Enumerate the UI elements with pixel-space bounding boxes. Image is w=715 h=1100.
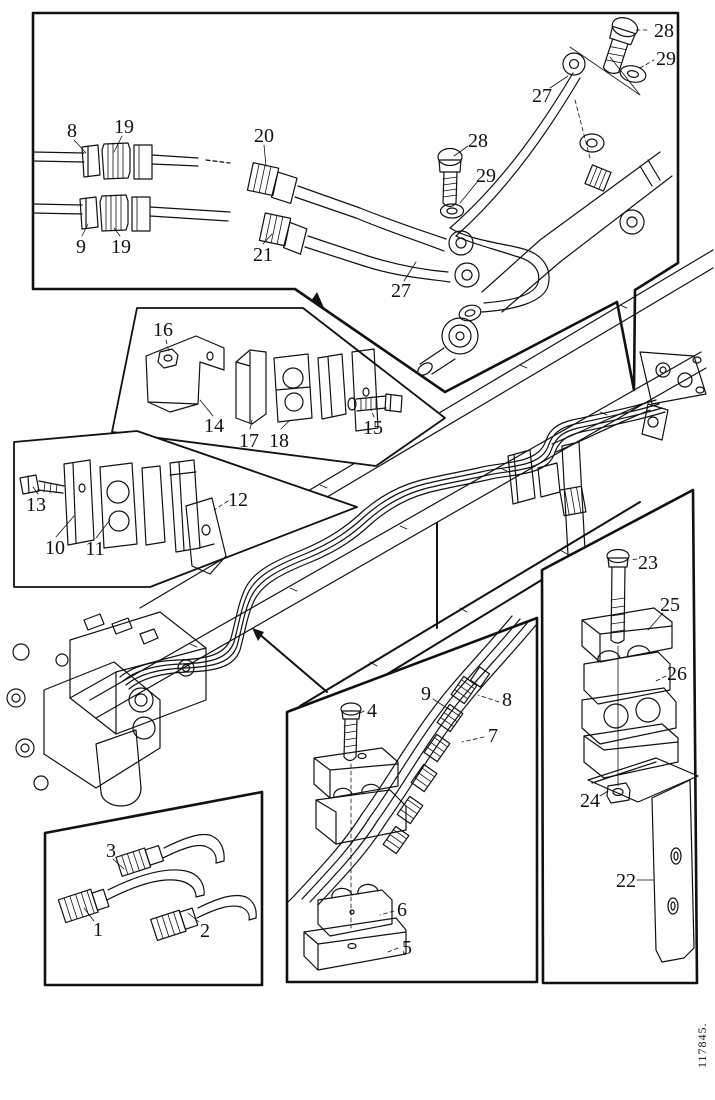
hose-assembly-upper (32, 142, 447, 252)
clamp-6 (317, 883, 393, 937)
pointer-arrowhead (311, 292, 325, 310)
elbow-fitting-2 (150, 894, 257, 942)
callout-top-20: 20 (254, 125, 274, 147)
bracket-22 (587, 757, 699, 963)
leader-lines (32, 29, 667, 953)
top-parts-box (31, 11, 680, 394)
callout-bm-5: 5 (402, 937, 412, 959)
callout-br-26: 26 (667, 663, 687, 685)
callout-top-19a: 19 (114, 116, 134, 138)
hose-assembly-lower (32, 194, 451, 283)
bottom-left-box (43, 790, 264, 987)
callout-bm-4: 4 (367, 700, 377, 722)
callout-br-24: 24 (580, 790, 600, 812)
callout-mid-15: 15 (363, 417, 383, 439)
callout-top-29a: 29 (656, 48, 676, 70)
callout-mid-17: 17 (239, 430, 259, 452)
callout-bm-9: 9 (421, 683, 431, 705)
figure-number: 117845. (695, 1022, 709, 1068)
bottom-middle-box (252, 615, 539, 984)
tip-hoses (551, 401, 651, 453)
callout-left-13: 13 (26, 494, 46, 516)
clamp-5 (303, 917, 407, 971)
callout-top-28b: 28 (468, 130, 488, 152)
bolt-23 (606, 548, 630, 644)
callout-top-9: 9 (76, 236, 86, 258)
nut-24 (606, 782, 631, 804)
pointer-line (257, 632, 328, 693)
bottom-right-box (540, 488, 699, 985)
bolt-15 (347, 393, 403, 413)
bracket-pointer-lines (569, 46, 641, 96)
callout-bm-6: 6 (397, 899, 407, 921)
hose-27-assembly (449, 52, 586, 322)
callout-mid-14: 14 (204, 415, 224, 437)
callout-top-27a: 27 (532, 85, 552, 107)
callout-top-28a: 28 (654, 20, 674, 42)
middle-clamp-inset (111, 307, 446, 467)
callout-top-21: 21 (253, 244, 273, 266)
bolt-28-washer-29-mid (437, 147, 465, 219)
callout-top-27b: 27 (391, 280, 411, 302)
callout-mid-16: 16 (153, 319, 173, 341)
callout-top-8: 8 (67, 120, 77, 142)
callout-br-23: 23 (638, 552, 658, 574)
control-valve (6, 611, 207, 807)
callout-mid-18: 18 (269, 430, 289, 452)
callout-br-25: 25 (660, 594, 680, 616)
bolt-4 (340, 702, 362, 762)
callout-left-12: 12 (228, 489, 248, 511)
lift-cylinder (417, 99, 673, 376)
clamp-half-lower (315, 783, 407, 845)
clamp-26-rubbers (581, 645, 677, 745)
bolt-13 (19, 474, 65, 495)
callout-bm-7: 7 (488, 725, 498, 747)
callout-left-10: 10 (45, 537, 65, 559)
callout-br-22: 22 (616, 870, 636, 892)
hose-fittings (382, 666, 491, 855)
clamp-half-upper (313, 747, 399, 799)
boom-tip-bracket (639, 351, 707, 441)
callout-bl-3: 3 (106, 840, 116, 862)
callout-top-19b: 19 (111, 236, 131, 258)
bolt-28-washer-29-top (602, 17, 647, 83)
pointer-arrowhead (252, 628, 264, 641)
elbow-fitting-3 (115, 833, 225, 877)
callout-top-29b: 29 (476, 165, 496, 187)
callout-left-11: 11 (85, 538, 104, 560)
clamp-25 (581, 607, 673, 663)
clamp-lower-half (583, 723, 679, 779)
callout-bl-1: 1 (93, 919, 103, 941)
callout-bm-8: 8 (502, 689, 512, 711)
elbow-fitting-1 (57, 869, 205, 924)
callout-bl-2: 2 (200, 920, 210, 942)
